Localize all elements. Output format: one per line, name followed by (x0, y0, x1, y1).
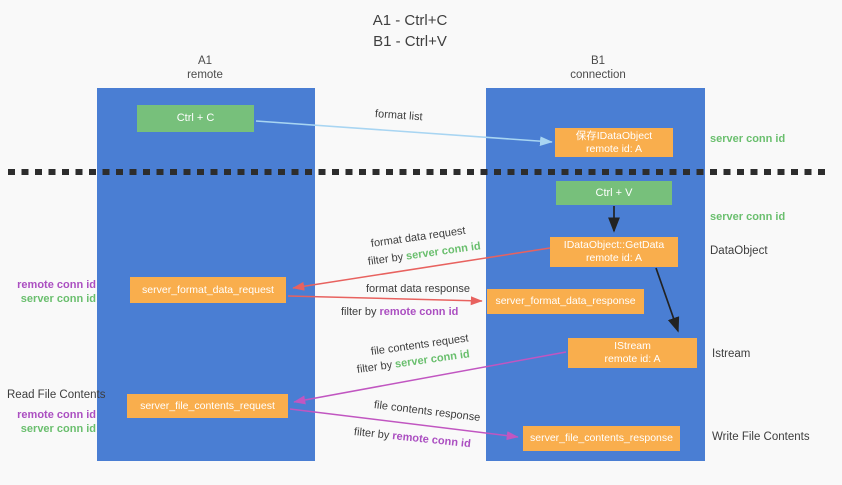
server-file-contents-response-label: server_file_contents_response (529, 432, 673, 444)
server-format-data-response-label: server_format_data_response (495, 295, 636, 307)
node-ctrl-c: Ctrl + C (137, 105, 254, 132)
node-server-format-data-request: server_format_data_request (130, 277, 286, 303)
left-server-conn-id-top: server conn id (20, 293, 96, 305)
node-istream: IStream remote id: A (568, 338, 697, 368)
lane-header-a1: A1 remote (145, 54, 265, 82)
filter-key-remote-conn-id: remote conn id (391, 430, 472, 451)
filter-by-text: filter by (353, 426, 393, 442)
label-format-list: format list (374, 108, 423, 124)
left-remote-conn-id-bottom: remote conn id (17, 409, 96, 421)
istream-line1: IStream (614, 340, 651, 352)
istream-line2: remote id: A (604, 353, 661, 365)
left-remote-conn-id-top: remote conn id (17, 279, 96, 291)
filter-by-text: filter by (367, 250, 407, 268)
left-label-read-file-contents: Read File Contents (7, 389, 106, 401)
server-format-data-request-label: server_format_data_request (142, 283, 274, 296)
title-line-2: B1 - Ctrl+V (373, 33, 447, 50)
filter-key-remote-conn-id: remote conn id (379, 306, 459, 318)
lane-a1-role: remote (187, 69, 223, 81)
title-line-1: A1 - Ctrl+C (372, 12, 448, 29)
node-save-idataobject: 保存IDataObject remote id: A (555, 128, 673, 157)
save-idataobject-line2: remote id: A (585, 142, 643, 155)
filter-by-text: filter by (341, 306, 380, 318)
ctrl-c-label: Ctrl + C (176, 112, 215, 124)
server-file-contents-request-label: server_file_contents_request (140, 399, 275, 412)
label-format-data-response: format data response (366, 283, 470, 295)
label-file-contents-response: file contents response (373, 399, 481, 424)
lane-b1-name: B1 (590, 55, 606, 67)
node-ctrl-v: Ctrl + V (556, 181, 672, 205)
ctrl-v-label: Ctrl + V (595, 186, 633, 199)
label-format-data-response-filter: filter by remote conn id (341, 306, 458, 318)
lane-b1-role: connection (570, 69, 626, 81)
lane-header-b1: B1 connection (538, 54, 658, 82)
dotted-divider (8, 169, 828, 175)
lane-a1-name: A1 (197, 55, 213, 67)
node-idataobject-getdata: IDataObject::GetData remote id: A (550, 237, 678, 267)
left-label-block-format: remote conn id server conn id (0, 278, 96, 306)
node-server-file-contents-request: server_file_contents_request (127, 394, 288, 418)
node-server-file-contents-response: server_file_contents_response (523, 426, 680, 451)
left-label-block-file: remote conn id server conn id (0, 408, 96, 436)
label-file-contents-response-filter: filter by remote conn id (353, 426, 471, 450)
filter-by-text: filter by (356, 358, 396, 376)
right-label-write-file-contents: Write File Contents (712, 431, 810, 443)
arrow-format-data-response (287, 295, 483, 306)
left-server-conn-id-bottom: server conn id (20, 423, 96, 435)
right-label-istream: Istream (712, 348, 751, 360)
save-idataobject-line1: 保存IDataObject (575, 129, 653, 142)
right-label-server-conn-id-top: server conn id (710, 133, 786, 145)
idataobject-getdata-line1: IDataObject::GetData (563, 239, 665, 251)
diagram-title: A1 - Ctrl+C B1 - Ctrl+V (0, 10, 820, 52)
idataobject-getdata-line2: remote id: A (585, 252, 643, 264)
node-server-format-data-response: server_format_data_response (487, 289, 644, 314)
right-label-server-conn-id-mid: server conn id (710, 211, 786, 223)
right-label-dataobject: DataObject (710, 245, 768, 257)
